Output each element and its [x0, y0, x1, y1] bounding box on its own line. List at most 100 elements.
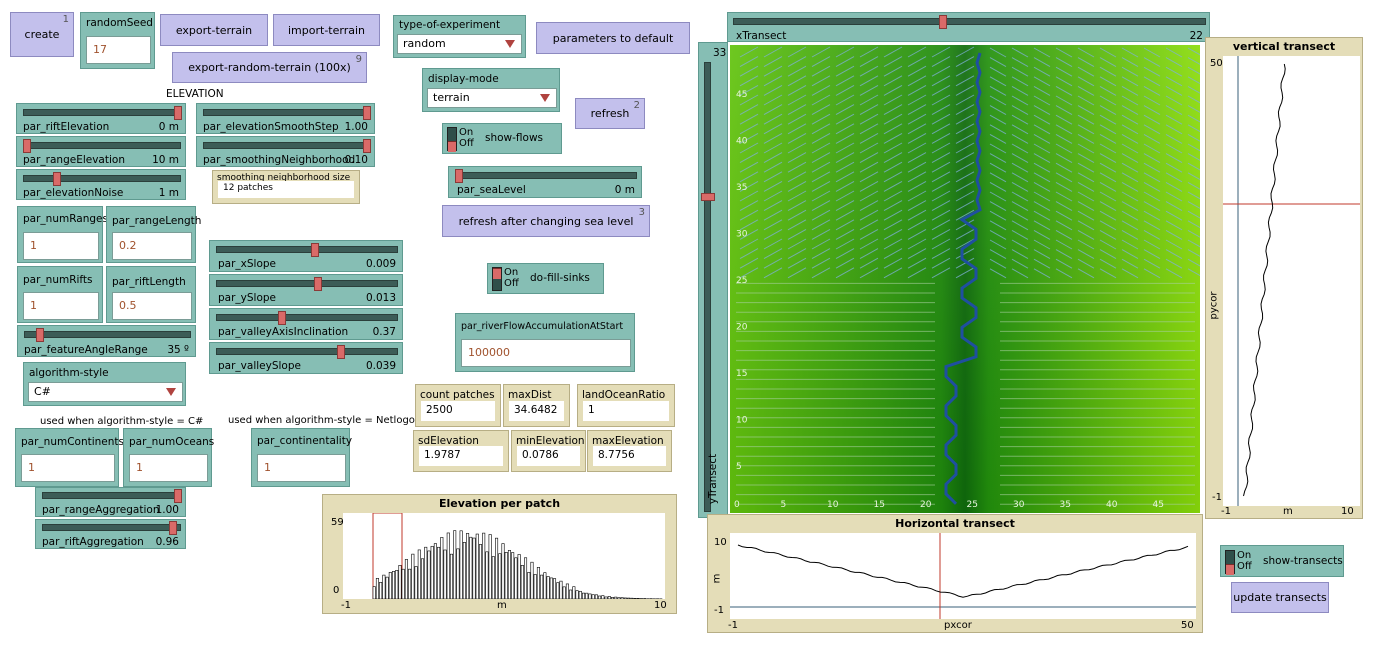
- slider-handle[interactable]: [53, 172, 61, 186]
- feature-angle-range-slider[interactable]: par_featureAngleRange 35 º: [17, 325, 196, 357]
- slider-handle[interactable]: [36, 328, 44, 342]
- display-mode-chooser[interactable]: display-mode terrain: [422, 68, 560, 112]
- type-of-experiment-chooser[interactable]: type-of-experiment random: [393, 15, 526, 58]
- flow-line: [1055, 210, 1073, 221]
- input-field[interactable]: 1: [23, 232, 99, 260]
- elevation-smooth-step-slider[interactable]: par_elevationSmoothStep 1.00: [196, 103, 375, 134]
- import-terrain-button[interactable]: import-terrain: [273, 14, 380, 46]
- parameters-to-default-button[interactable]: parameters to default: [536, 22, 690, 54]
- x-slope-slider[interactable]: par_xSlope 0.009: [209, 240, 403, 272]
- slider-handle[interactable]: [311, 243, 319, 257]
- refresh-button[interactable]: refresh 2: [575, 98, 645, 129]
- slider-handle[interactable]: [939, 15, 947, 29]
- switch-toggle[interactable]: [447, 127, 457, 152]
- slider-handle[interactable]: [701, 193, 715, 201]
- x-transect-slider[interactable]: xTransect 22: [727, 12, 1210, 42]
- flow-line: [1099, 47, 1117, 58]
- algorithm-style-chooser[interactable]: algorithm-style C#: [23, 362, 186, 406]
- histogram-bar: [524, 557, 528, 599]
- flow-line: [955, 113, 975, 125]
- smoothing-neighborhood-slider[interactable]: par_smoothingNeighborhood 0.10: [196, 136, 375, 167]
- flow-line: [883, 209, 903, 221]
- flow-line: [1121, 239, 1139, 250]
- flow-line: [1165, 114, 1183, 125]
- input-field[interactable]: 1: [129, 454, 208, 482]
- histogram-bar: [379, 581, 383, 599]
- flow-line: [787, 65, 807, 77]
- y-axis-min: -1: [1212, 492, 1222, 503]
- slider-handle[interactable]: [278, 311, 286, 325]
- histogram-bar: [488, 534, 492, 599]
- refresh-after-sea-level-button[interactable]: refresh after changing sea level 3: [442, 205, 650, 237]
- flow-line: [787, 46, 807, 58]
- range-aggregation-slider[interactable]: par_rangeAggregation 1.00: [35, 487, 186, 517]
- x-axis-label: m: [1283, 506, 1293, 517]
- y-transect-slider[interactable]: 33 yTransect: [698, 42, 728, 518]
- histogram-bar: [533, 574, 537, 599]
- flow-line: [1011, 258, 1029, 269]
- flow-line: [1121, 268, 1139, 279]
- export-terrain-button[interactable]: export-terrain: [160, 14, 268, 46]
- chooser-value-box[interactable]: random: [397, 34, 522, 54]
- flow-line: [1055, 105, 1073, 116]
- horizontal-transect-canvas: [730, 533, 1196, 619]
- flow-line: [1121, 220, 1139, 231]
- valley-slope-slider[interactable]: par_valleySlope 0.039: [209, 342, 403, 374]
- flow-line: [883, 46, 903, 58]
- input-field[interactable]: 100000: [461, 339, 631, 367]
- slider-label: par_riftElevation: [23, 121, 110, 133]
- flow-line: [907, 46, 927, 58]
- flow-line: [811, 84, 831, 96]
- export-random-terrain-button[interactable]: export-random-terrain (100x) 9: [172, 52, 367, 83]
- x-axis-max: 10: [654, 600, 667, 611]
- y-slope-slider[interactable]: par_ySlope 0.013: [209, 274, 403, 306]
- slider-handle[interactable]: [23, 139, 31, 153]
- slider-handle[interactable]: [169, 521, 177, 535]
- rift-elevation-slider[interactable]: par_riftElevation 0 m: [16, 103, 186, 134]
- histogram-bar: [511, 552, 515, 599]
- input-field[interactable]: 1: [21, 454, 115, 482]
- sea-level-slider[interactable]: par_seaLevel 0 m: [448, 166, 642, 198]
- range-elevation-slider[interactable]: par_rangeElevation 10 m: [16, 136, 186, 167]
- slider-handle[interactable]: [455, 169, 463, 183]
- input-field[interactable]: 1: [23, 292, 99, 320]
- switch-toggle[interactable]: [1225, 550, 1235, 575]
- slider-handle[interactable]: [363, 106, 371, 120]
- flow-line: [1121, 181, 1139, 192]
- slider-handle[interactable]: [174, 489, 182, 503]
- flow-line: [907, 104, 927, 116]
- rift-aggregation-slider[interactable]: par_riftAggregation 0.96: [35, 519, 186, 549]
- flow-line: [1077, 172, 1095, 183]
- update-transects-button[interactable]: update transects: [1231, 582, 1329, 613]
- slider-handle[interactable]: [363, 139, 371, 153]
- create-button[interactable]: create 1: [10, 12, 74, 57]
- switch-toggle[interactable]: [492, 267, 502, 291]
- flow-line: [989, 162, 1007, 173]
- random-seed-field[interactable]: 17: [86, 36, 151, 64]
- y-tick-label: 20: [736, 323, 748, 333]
- flow-line: [739, 209, 759, 221]
- chooser-value-box[interactable]: C#: [28, 382, 183, 402]
- histogram-bar: [636, 598, 640, 599]
- slider-value: 33: [713, 47, 727, 59]
- chooser-label: algorithm-style: [29, 367, 109, 379]
- flow-line: [1143, 105, 1161, 116]
- elevation-noise-slider[interactable]: par_elevationNoise 1 m: [16, 169, 186, 200]
- chooser-value-box[interactable]: terrain: [427, 88, 557, 108]
- flow-line: [1099, 95, 1117, 106]
- flow-line: [1121, 249, 1139, 260]
- slider-handle[interactable]: [174, 106, 182, 120]
- input-field[interactable]: 0.2: [112, 232, 192, 260]
- slider-value: 22: [1189, 30, 1203, 42]
- valley-axis-inclination-slider[interactable]: par_valleyAxisInclination 0.37: [209, 308, 403, 340]
- slider-handle[interactable]: [314, 277, 322, 291]
- input-field[interactable]: 0.5: [112, 292, 192, 320]
- histogram-bar: [443, 549, 447, 599]
- slider-handle[interactable]: [337, 345, 345, 359]
- input-field[interactable]: 1: [257, 454, 346, 482]
- flow-line: [1165, 210, 1183, 221]
